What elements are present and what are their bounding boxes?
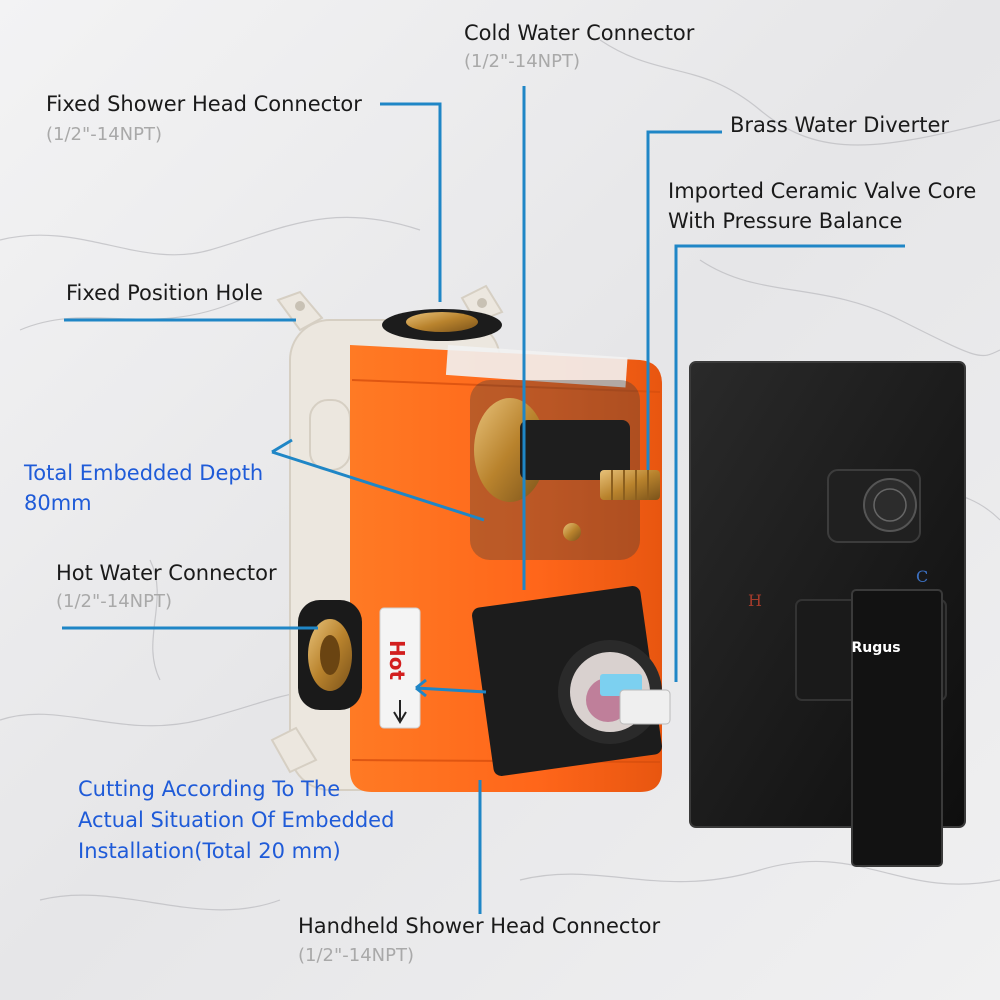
plate-h-marking: H: [748, 591, 762, 610]
label-embedded-depth-line1: Total Embedded Depth: [24, 461, 264, 485]
label-fixed-shower-head-title: Fixed Shower Head Connector: [46, 92, 362, 116]
label-brass-diverter: Brass Water Diverter: [730, 113, 949, 137]
label-handheld-spec: (1/2"-14NPT): [298, 945, 415, 966]
hot-marking: Hot: [385, 640, 409, 680]
top-connector: [382, 309, 502, 341]
lever-handle: [795, 589, 947, 867]
label-embedded-depth-line2: 80mm: [24, 491, 92, 515]
label-cutting-line2: Actual Situation Of Embedded: [78, 808, 395, 832]
callout-line-fixed-shower-head: [380, 102, 442, 302]
brand-logo-text: Rugus: [851, 640, 900, 656]
callout-line-embedded-depth: [271, 438, 485, 522]
fixed-position-ear-bottom-left: [270, 726, 318, 774]
label-cutting-line3: Installation(Total 20 mm): [78, 839, 341, 863]
plate-c-marking: C: [916, 567, 928, 586]
hot-water-connector: [298, 600, 362, 710]
label-ceramic-core-line2: With Pressure Balance: [668, 209, 903, 233]
label-hot-water-title: Hot Water Connector: [56, 561, 277, 585]
callout-line-cutting: [415, 678, 487, 698]
callout-lines: [62, 86, 905, 914]
label-hot-water-spec: (1/2"-14NPT): [56, 591, 173, 612]
hot-sticker: [379, 607, 421, 729]
label-fixed-position-hole: Fixed Position Hole: [66, 281, 263, 305]
label-cold-water-title: Cold Water Connector: [464, 21, 695, 45]
label-ceramic-core-line1: Imported Ceramic Valve Core: [668, 179, 977, 203]
label-handheld-title: Handheld Shower Head Connector: [298, 914, 661, 938]
callout-line-brass-diverter: [646, 130, 722, 470]
callout-line-ceramic-core: [674, 244, 905, 682]
diverter-knob: [827, 469, 921, 543]
label-cutting-line1: Cutting According To The: [78, 777, 341, 801]
ceramic-valve-core: [472, 586, 671, 776]
label-cold-water-spec: (1/2"-14NPT): [464, 51, 581, 72]
label-fixed-shower-head-spec: (1/2"-14NPT): [46, 124, 163, 145]
brass-water-diverter: [474, 398, 660, 541]
